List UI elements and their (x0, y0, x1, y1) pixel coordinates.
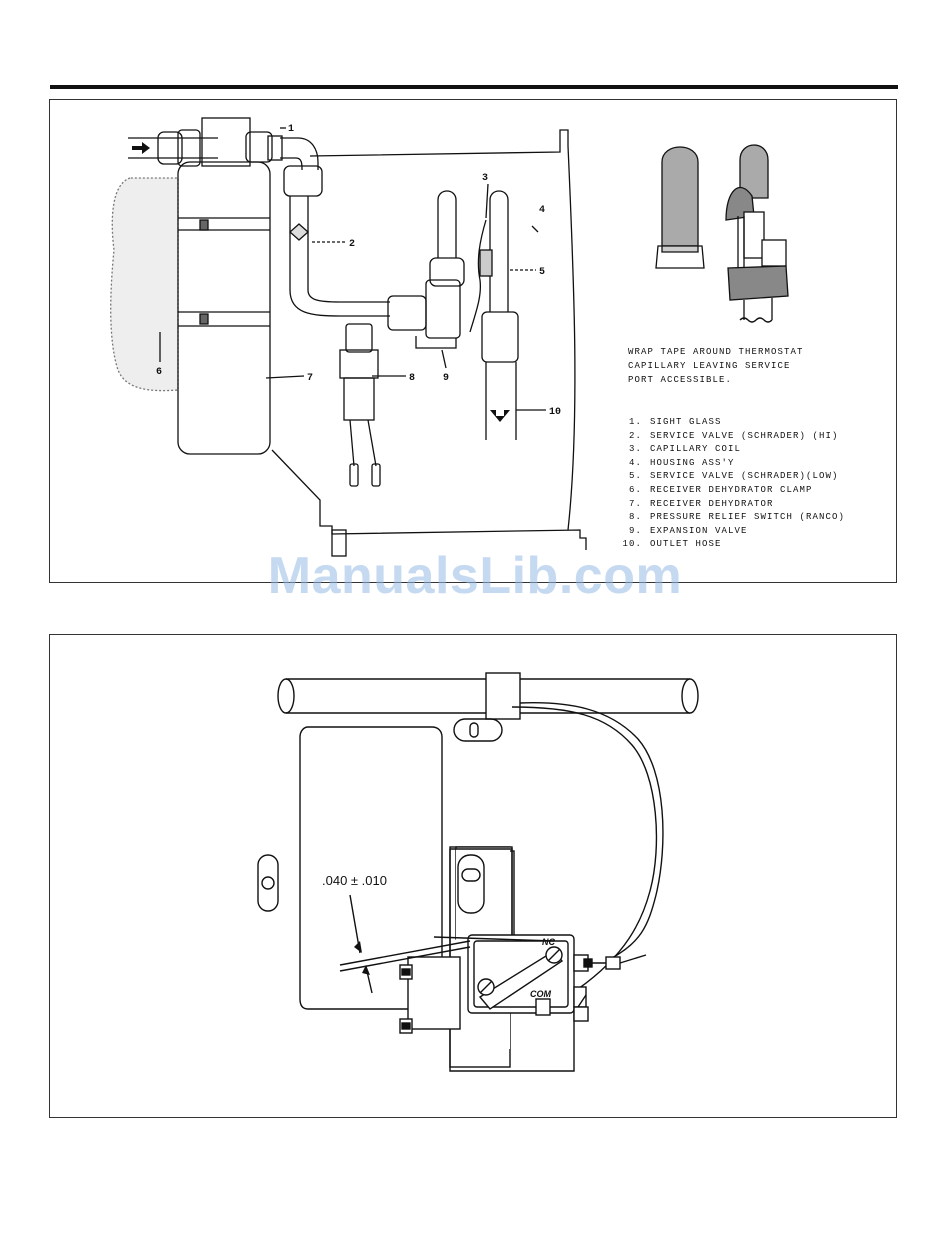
receiver-dehydrator-diagram: 1 2 3 4 5 6 7 8 9 10 (110, 117, 789, 557)
callout-4: 4 (539, 205, 545, 216)
legend-item: 8.PRESSURE RELIEF SWITCH (RANCO) (628, 512, 846, 523)
callout-1: 1 (288, 124, 294, 135)
tape-wrap-note: WRAP TAPE AROUND THERMOSTAT CAPILLARY LE… (628, 345, 804, 387)
switch-adjustment-diagram (257, 672, 699, 1072)
figure-2-panel: .040 ± .010 NC COM (49, 634, 897, 1118)
top-rule (50, 85, 898, 89)
callout-2: 2 (349, 239, 355, 250)
callout-9: 9 (443, 373, 449, 384)
legend-item: 10.OUTLET HOSE (622, 539, 722, 550)
legend-item: 7.RECEIVER DEHYDRATOR (628, 498, 774, 509)
parts-legend: 1.SIGHT GLASS 2.SERVICE VALVE (SCHRADER)… (616, 416, 845, 552)
figure-1-panel: 1 2 3 4 5 6 7 8 9 10 WRAP TAPE (49, 99, 897, 583)
legend-item: 3.CAPILLARY COIL (628, 444, 742, 455)
callout-10: 10 (549, 407, 561, 418)
legend-item: 5.SERVICE VALVE (SCHRADER)(LOW) (628, 471, 839, 482)
terminal-com-label: COM (530, 989, 551, 999)
note-line-3: PORT ACCESSIBLE. (628, 375, 733, 385)
note-line-2: CAPILLARY LEAVING SERVICE (628, 361, 791, 371)
legend-item: 6.RECEIVER DEHYDRATOR CLAMP (628, 484, 813, 495)
callout-6: 6 (156, 367, 162, 378)
callout-3: 3 (482, 173, 488, 184)
legend-item: 4.HOUSING ASS'Y (628, 457, 735, 468)
legend-item: 1.SIGHT GLASS (628, 417, 722, 427)
callout-5: 5 (539, 267, 545, 278)
watermark: ManualsLib.com (267, 547, 683, 605)
tape-wrap-detail (655, 144, 789, 323)
legend-item: 2.SERVICE VALVE (SCHRADER) (HI) (628, 430, 839, 441)
terminal-nc-label: NC (542, 937, 555, 947)
note-line-1: WRAP TAPE AROUND THERMOSTAT (628, 347, 804, 357)
callout-8: 8 (409, 373, 415, 384)
dimension-label: .040 ± .010 (322, 873, 387, 888)
callout-7: 7 (307, 373, 313, 384)
legend-item: 9.EXPANSION VALVE (628, 525, 748, 536)
